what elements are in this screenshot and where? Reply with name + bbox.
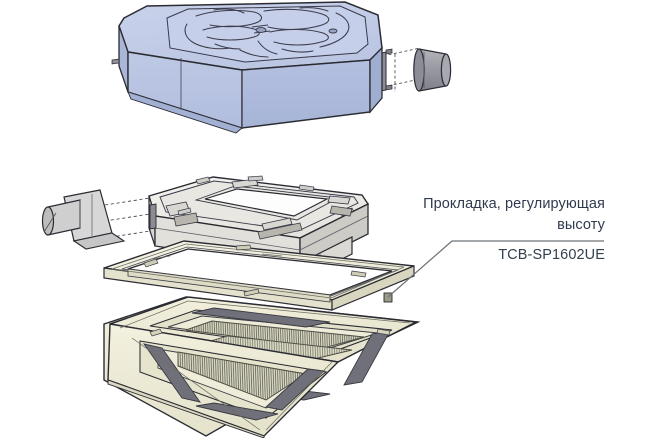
spacer-part-number: TCB-SP1602UE: [498, 247, 605, 263]
unit-top-inset: [166, 5, 369, 63]
unit-bottom-chamfer: [127, 91, 243, 134]
louver-vane-front-left[interactable]: [142, 343, 202, 403]
louver-vane-top[interactable]: [191, 307, 331, 328]
duct-flange-inlet: [41, 189, 151, 250]
spacer-ring-edge-front-right: [331, 265, 415, 311]
indoor-unit-body: [111, 1, 452, 134]
unit-side-bracket: [111, 58, 120, 65]
panel-corner-details: [119, 300, 411, 431]
fan-impeller-pattern: [184, 7, 350, 58]
chassis-center-opening: [204, 188, 329, 217]
unit-right-chamfer-face: [369, 46, 383, 114]
duct-flange-lip: [72, 232, 126, 250]
decorative-grille-panel: [103, 296, 421, 438]
duct-collar-opening: [41, 206, 55, 236]
connector-nub-upper: [385, 48, 393, 55]
chassis-corner-brackets: [165, 178, 351, 231]
louver-vane-front-bottom[interactable]: [195, 402, 279, 421]
unit-front-right-face: [241, 59, 371, 129]
chassis-internal-recesses: [173, 205, 353, 240]
connector-nub-lower: [385, 84, 393, 91]
drain-pump-connector: [413, 48, 452, 92]
spacer-callout-label: Прокладка, регулирующая высоту: [330, 194, 605, 236]
panel-screw-pads: [149, 328, 391, 337]
fan-hub-detail: [251, 24, 338, 34]
duct-collar-mark: [43, 212, 57, 233]
spacer-callout-line1: Прокладка, регулирующая: [423, 196, 605, 212]
unit-panel-seams: [180, 58, 243, 128]
panel-edge-thickness-left: [107, 379, 265, 438]
chassis-duct-port: [149, 203, 157, 230]
spacer-ring-grooves: [111, 243, 405, 299]
louver-vane-front-right[interactable]: [265, 368, 326, 411]
air-filter-mesh-main: [177, 351, 308, 401]
spacer-ring-locating-pads: [143, 244, 367, 297]
spacer-ring-inner-wall: [127, 268, 331, 303]
spacer-ring: [103, 240, 415, 311]
spacer-callout-line2: высоту: [557, 217, 605, 234]
callout-leader-line: [387, 240, 604, 298]
spacer-leader-target: [383, 292, 393, 303]
